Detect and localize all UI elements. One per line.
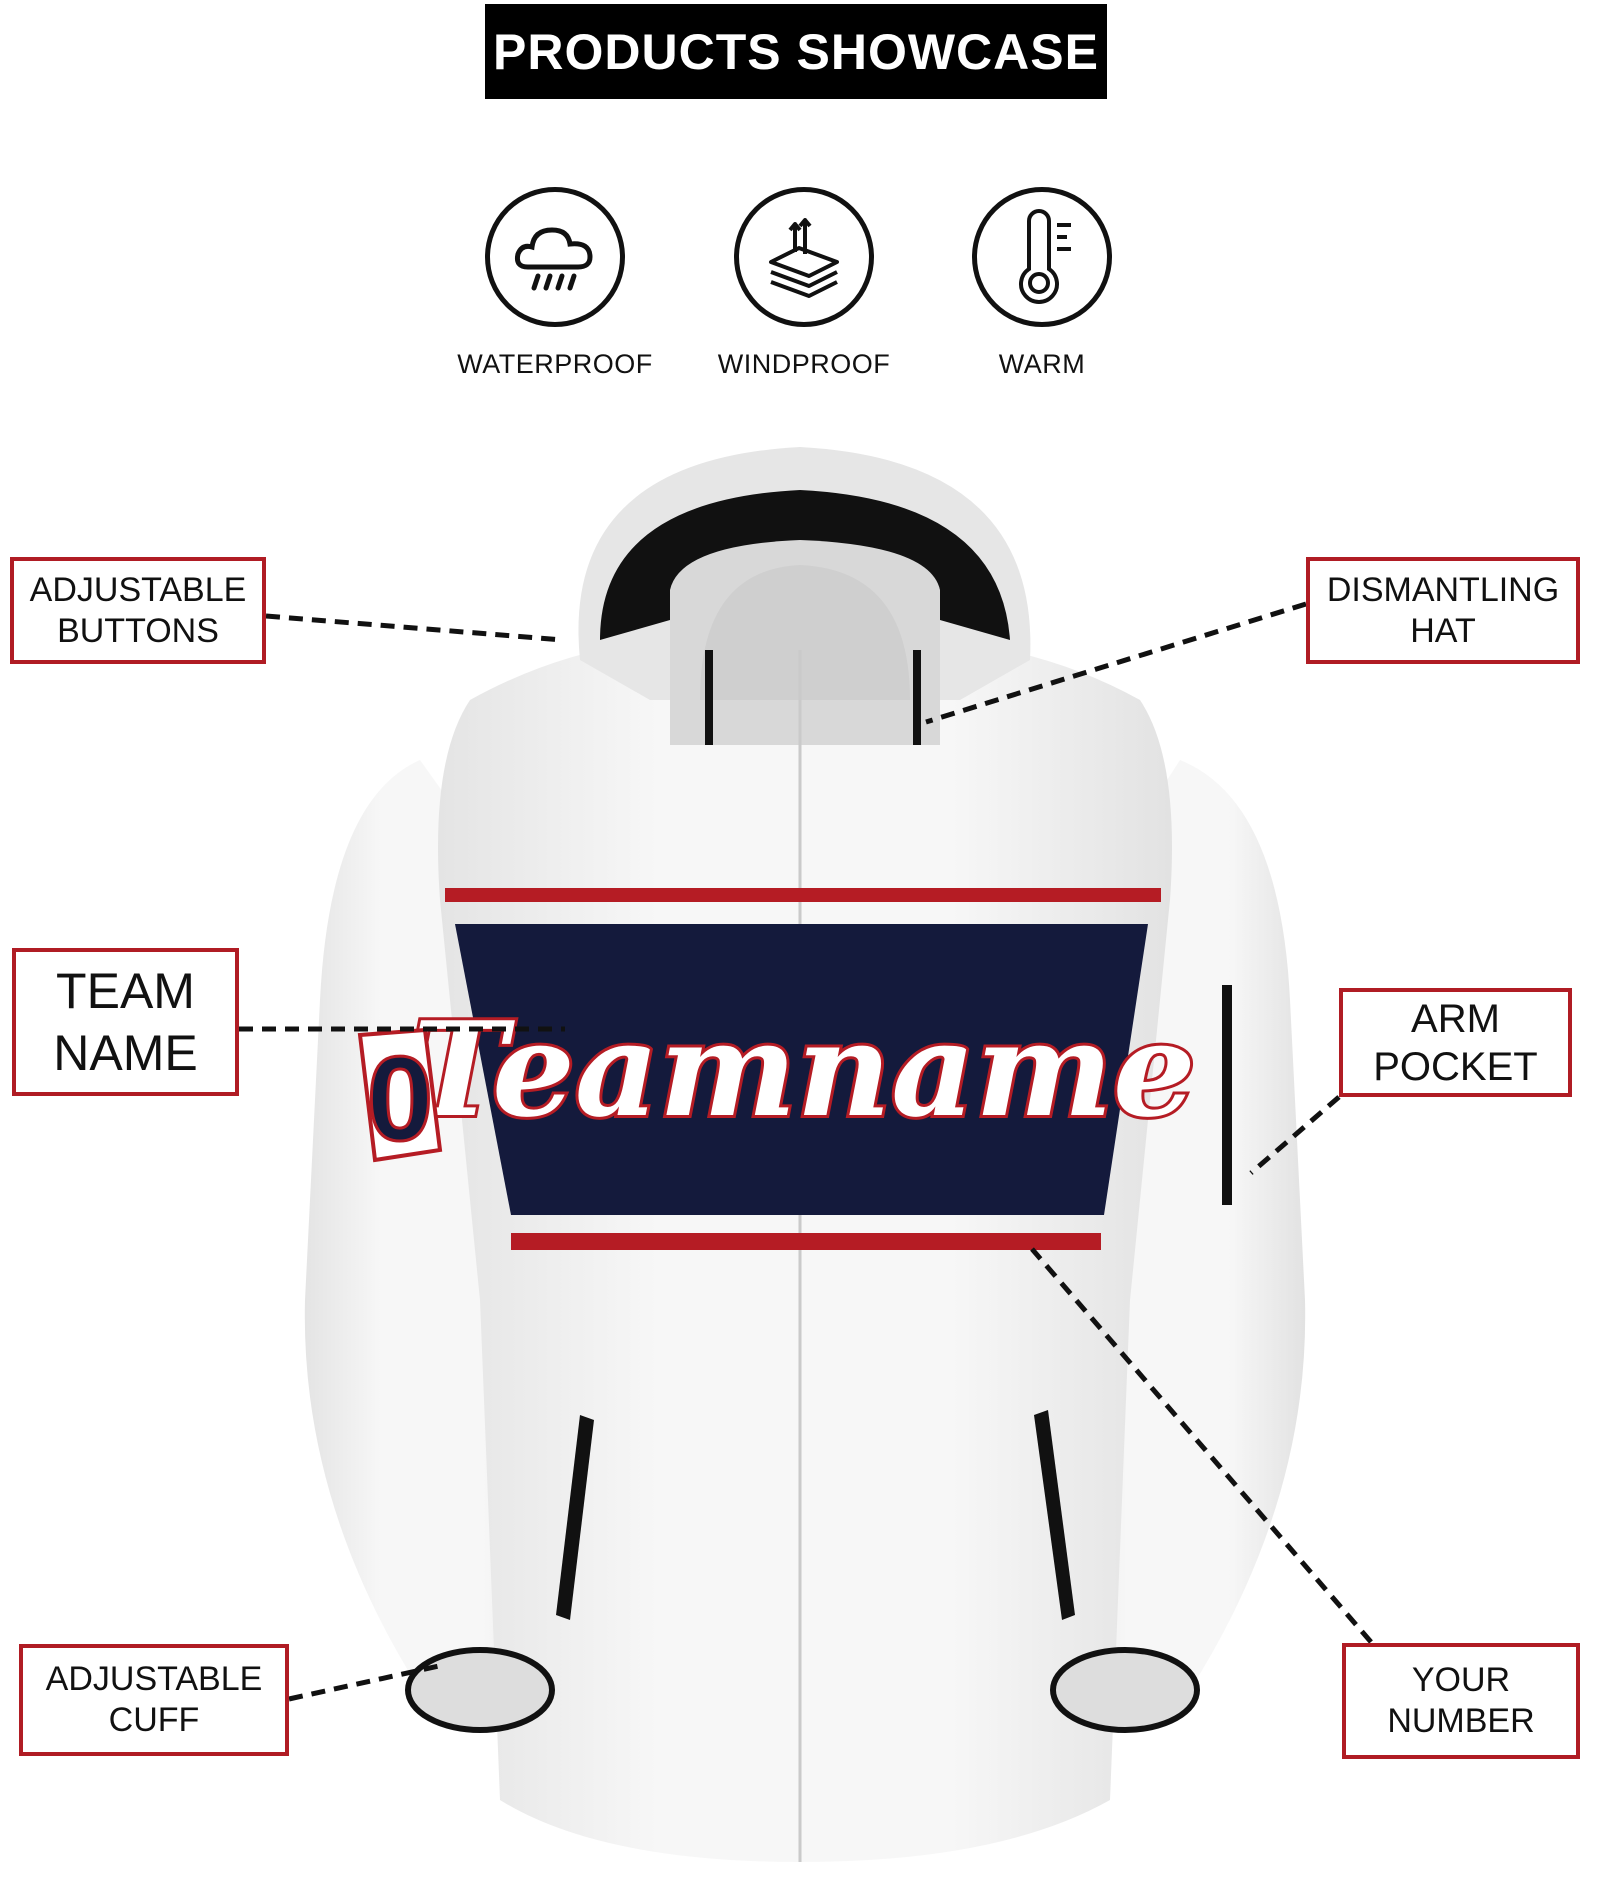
sleeve-number-patch — [357, 1027, 443, 1163]
callout-line: BUTTONS — [57, 611, 219, 650]
callout-line: CUFF — [108, 1701, 200, 1739]
feature-windproof: WINDPROOF — [694, 187, 914, 380]
callout-line: TEAM — [56, 962, 195, 1019]
callout-line: POCKET — [1373, 1044, 1538, 1089]
callout-line: YOUR — [1411, 1661, 1511, 1700]
callout-line: ARM — [1411, 996, 1500, 1041]
thermometer-icon — [972, 187, 1112, 327]
leader-lines — [239, 601, 1373, 1702]
rain-cloud-icon — [485, 187, 625, 327]
feature-label: WATERPROOF — [457, 349, 653, 379]
callout-line: NAME — [53, 1025, 198, 1081]
callout-line: ADJUSTABLE — [45, 1660, 263, 1699]
callout-line: NUMBER — [1387, 1702, 1535, 1740]
sleeve-number: 0 — [367, 1032, 434, 1166]
feature-label: WARM — [998, 349, 1086, 379]
team-name-text: Teamname — [410, 993, 1195, 1146]
layers-wind-icon — [734, 187, 874, 327]
feature-label: WINDPROOF — [717, 349, 891, 379]
callout-line: DISMANTLING — [1326, 570, 1560, 609]
callout-line: HAT — [1410, 611, 1476, 650]
page-title: PRODUCTS SHOWCASE — [485, 4, 1107, 99]
callout-line: ADJUSTABLE — [29, 570, 247, 609]
callout-team-name: TEAM NAME — [12, 948, 239, 1096]
feature-warm: WARM — [932, 187, 1152, 380]
feature-waterproof: WATERPROOF — [445, 187, 665, 380]
